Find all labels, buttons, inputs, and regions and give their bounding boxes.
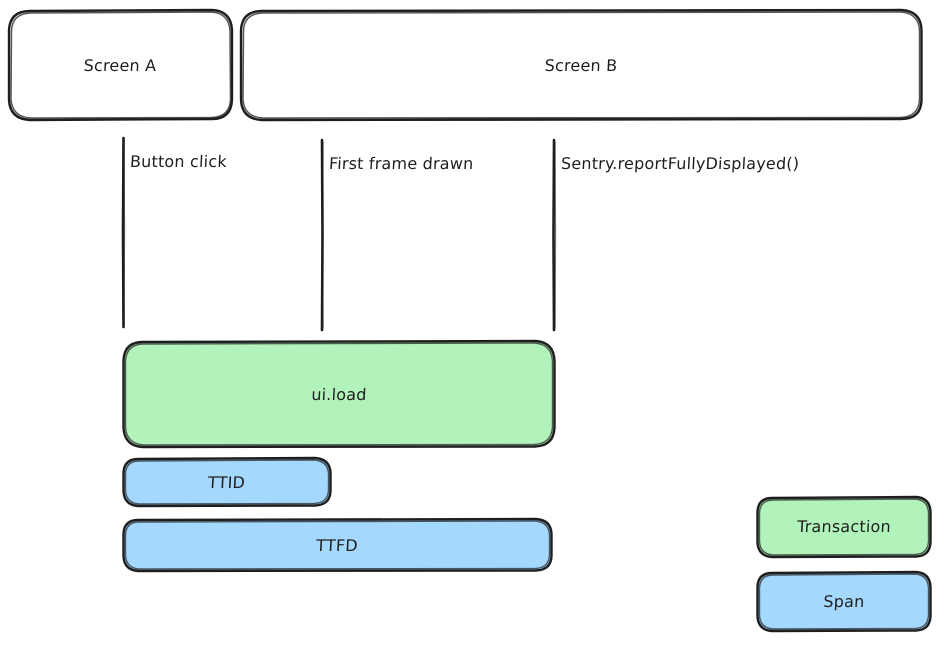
legend-span-shape[interactable] — [756, 570, 932, 633]
legend-label-transaction: Transaction — [796, 517, 892, 536]
bar-ui-load-shape[interactable] — [122, 339, 556, 449]
event-marker-line-button-click — [121, 136, 126, 329]
event-label-button-click: Button click — [129, 152, 228, 171]
screen-b-label: Screen B — [544, 56, 618, 75]
bar-ttfd-shape[interactable] — [122, 517, 553, 573]
event-marker-line-first-frame-drawn — [320, 138, 324, 332]
bar-ttid-shape[interactable] — [122, 456, 332, 508]
event-marker-line-report-fully-displayed — [552, 138, 557, 332]
legend-label-span: Span — [822, 592, 866, 611]
event-label-report-fully-displayed: Sentry.reportFullyDisplayed() — [560, 154, 800, 173]
screen-a-label: Screen A — [83, 56, 157, 75]
legend-transaction-shape[interactable] — [756, 495, 932, 559]
screen-b-shape[interactable] — [239, 8, 923, 122]
bar-label-ttid: TTID — [207, 473, 246, 492]
bar-label-ttfd: TTFD — [315, 536, 359, 555]
event-label-first-frame-drawn: First frame drawn — [328, 154, 474, 173]
bar-label-ui-load: ui.load — [310, 385, 368, 404]
screen-a-shape[interactable] — [7, 8, 234, 122]
